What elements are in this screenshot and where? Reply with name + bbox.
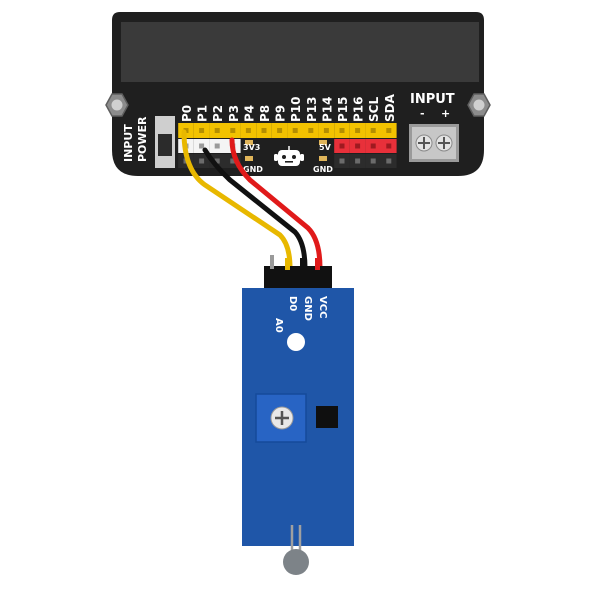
pin-hole <box>199 128 205 133</box>
input-minus: - <box>420 107 425 120</box>
label-5v: 5V <box>319 143 332 152</box>
pin-hole <box>355 158 361 164</box>
pin-hole <box>370 128 376 133</box>
pin-label-p3: P3 <box>227 105 241 122</box>
power-pad <box>245 140 253 145</box>
label-3v3: 3V3 <box>243 143 260 152</box>
power-pad <box>319 156 327 161</box>
pin-hole <box>323 128 329 133</box>
sensor-pin-a0: A0 <box>273 318 284 333</box>
pin-label-p9: P9 <box>274 105 288 122</box>
status-led <box>287 333 305 351</box>
pin-hole <box>199 143 205 149</box>
pin-hole <box>339 158 345 164</box>
sensor-pin-vcc: VCC <box>317 296 328 318</box>
sensor-pin-gnd: GND <box>302 296 313 321</box>
pin-label-p8: P8 <box>258 105 272 122</box>
pin-hole <box>230 158 236 164</box>
pin-hole <box>386 158 392 164</box>
pin-label-p16: P16 <box>352 97 366 123</box>
power-switch[interactable] <box>155 116 175 168</box>
wire-signal <box>181 129 293 271</box>
pin-hole <box>214 143 220 149</box>
power-label-line2: POWER <box>136 116 149 162</box>
pin-hole <box>245 128 251 133</box>
sensor-pin-d0: D0 <box>287 296 298 311</box>
sensor-pin-header[interactable] <box>264 255 332 290</box>
board-slot <box>121 22 479 82</box>
pin-hole <box>308 128 314 133</box>
pin-hole <box>230 128 236 133</box>
pin-label-p4: P4 <box>242 105 256 122</box>
pin-label-p0: P0 <box>180 105 194 122</box>
pin-hole <box>386 143 392 149</box>
pin-hole <box>339 143 345 149</box>
pin-hole <box>277 128 283 133</box>
potentiometer-icon[interactable] <box>255 393 307 443</box>
pin-hole <box>355 143 361 149</box>
pin-hole <box>355 128 361 133</box>
wire-ground <box>202 147 308 271</box>
wire-power <box>229 137 323 271</box>
thermistor-probe-icon <box>283 525 309 575</box>
pin-hole <box>370 143 376 149</box>
pin-label-sda: SDA <box>383 93 397 122</box>
pin-hole <box>386 128 392 133</box>
pin-label-p13: P13 <box>305 97 319 123</box>
pin-hole <box>370 158 376 164</box>
comparator-chip <box>316 406 338 428</box>
right-mount-screw-icon <box>467 93 491 117</box>
input-terminal-block[interactable] <box>409 124 459 162</box>
pin-hole <box>261 128 267 133</box>
label-gnd-left: GND <box>243 165 263 174</box>
pin-label-p14: P14 <box>320 97 334 123</box>
label-gnd-right: GND <box>313 165 333 174</box>
input-title: INPUT <box>410 92 455 107</box>
pin-label-p1: P1 <box>196 105 210 122</box>
sensor-pin-labels: A0 D0 GND VCC <box>273 296 328 333</box>
power-pad <box>245 156 253 161</box>
pin-hole <box>339 128 345 133</box>
terminal-screw-icon <box>435 134 453 152</box>
pin-hole <box>199 158 205 164</box>
pin-hole <box>214 158 220 164</box>
terminal-screw-icon <box>415 134 433 152</box>
power-label-line1: INPUT <box>122 124 135 162</box>
left-mount-screw-icon <box>105 93 129 117</box>
pin-label-p10: P10 <box>289 97 303 123</box>
pin-hole <box>214 128 220 133</box>
pin-hole <box>292 128 298 133</box>
input-plus: + <box>441 107 450 120</box>
robot-logo-icon <box>274 146 304 166</box>
power-pad <box>319 140 327 145</box>
pin-label-p2: P2 <box>211 105 225 122</box>
pin-label-scl: SCL <box>367 97 381 122</box>
pin-label-p15: P15 <box>336 97 350 123</box>
